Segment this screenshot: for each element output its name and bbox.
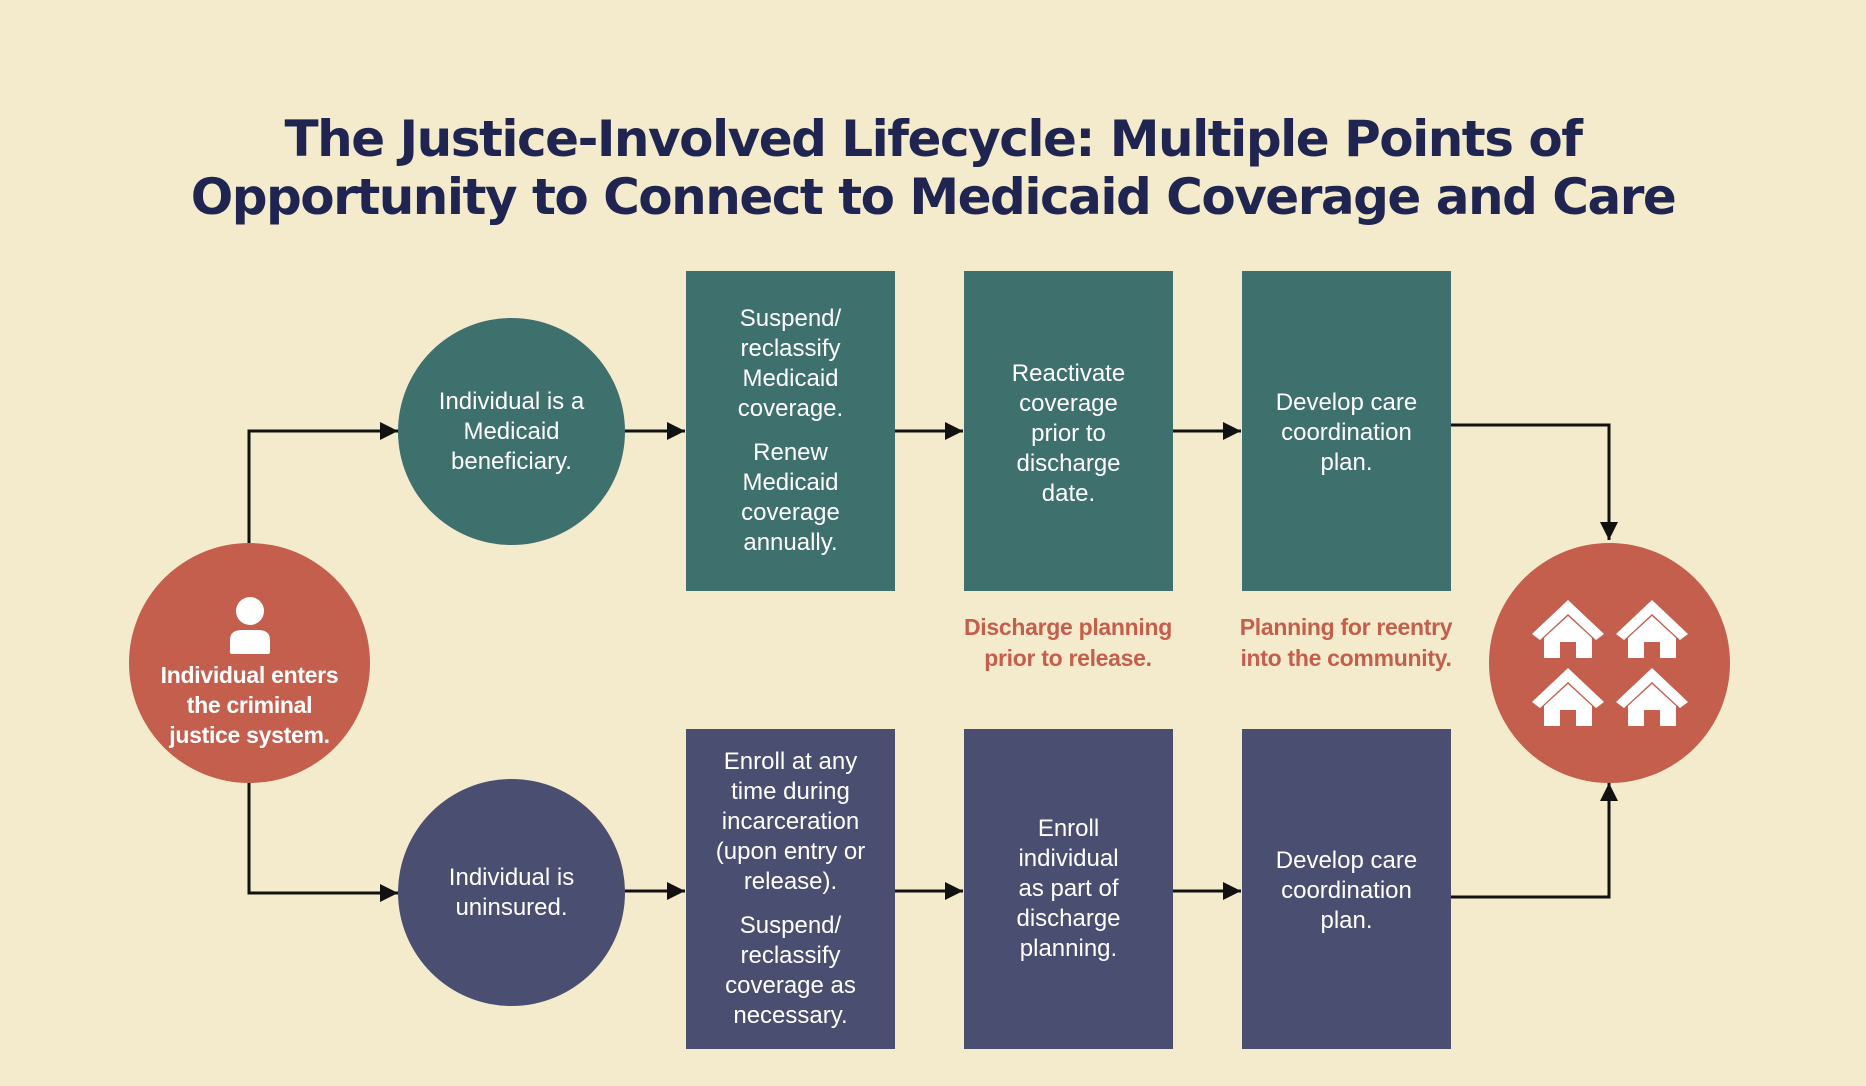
uninsured-label: Individual is uninsured. <box>448 863 575 921</box>
bottom-step-1-text-1: Enroll at any time during incarceration … <box>715 748 866 895</box>
top-step-1: Suspend/ reclassify Medicaid coverage. R… <box>686 271 895 591</box>
house-icon <box>1615 668 1688 726</box>
house-icon <box>1531 600 1604 658</box>
bottom-step-1-text-2: Suspend/ reclassify coverage as necessar… <box>725 912 856 1029</box>
arrow-bottom-step3-to-end <box>1451 783 1618 899</box>
medicaid-beneficiary-label: Individual is a Medicaid beneficiary. <box>438 387 585 475</box>
bottom-step-3: Develop care coordination plan. <box>1242 729 1451 1049</box>
top-step-2: Reactivate coverage prior to discharge d… <box>964 271 1173 591</box>
person-icon <box>229 597 270 654</box>
uninsured-circle: Individual is uninsured. <box>398 779 625 1006</box>
start-label: Individual enters the criminal justice s… <box>160 662 339 748</box>
top-step-1-text-2: Renew Medicaid coverage annually. <box>741 439 840 556</box>
house-icon <box>1615 600 1688 658</box>
top-step-3-text: Develop care coordination plan. <box>1275 389 1418 476</box>
reentry-caption: Planning for reentry into the community. <box>1239 614 1453 671</box>
arrow-start-to-top <box>247 422 398 543</box>
bottom-step-2: Enroll individual as part of discharge p… <box>964 729 1173 1049</box>
start-circle: Individual enters the criminal justice s… <box>129 543 370 783</box>
bottom-step-1: Enroll at any time during incarceration … <box>686 729 895 1049</box>
discharge-caption: Discharge planning prior to release. <box>963 614 1173 671</box>
end-circle <box>1489 543 1730 783</box>
arrow-start-to-bottom <box>247 783 398 902</box>
house-icon <box>1531 668 1604 726</box>
arrow-top-step3-to-end <box>1451 423 1618 540</box>
title-line-1: The Justice-Involved Lifecycle: Multiple… <box>284 110 1583 168</box>
title-line-2: Opportunity to Connect to Medicaid Cover… <box>190 168 1677 226</box>
top-step-2-text: Reactivate coverage prior to discharge d… <box>1011 360 1126 507</box>
page-title: The Justice-Involved Lifecycle: Multiple… <box>0 110 1866 226</box>
houses-icon <box>1531 600 1688 726</box>
bottom-step-3-text: Develop care coordination plan. <box>1275 847 1418 934</box>
top-step-1-text-1: Suspend/ reclassify Medicaid coverage. <box>737 305 844 422</box>
top-step-3: Develop care coordination plan. <box>1242 271 1451 591</box>
medicaid-beneficiary-circle: Individual is a Medicaid beneficiary. <box>398 318 625 545</box>
bottom-step-2-text: Enroll individual as part of discharge p… <box>1016 815 1121 962</box>
